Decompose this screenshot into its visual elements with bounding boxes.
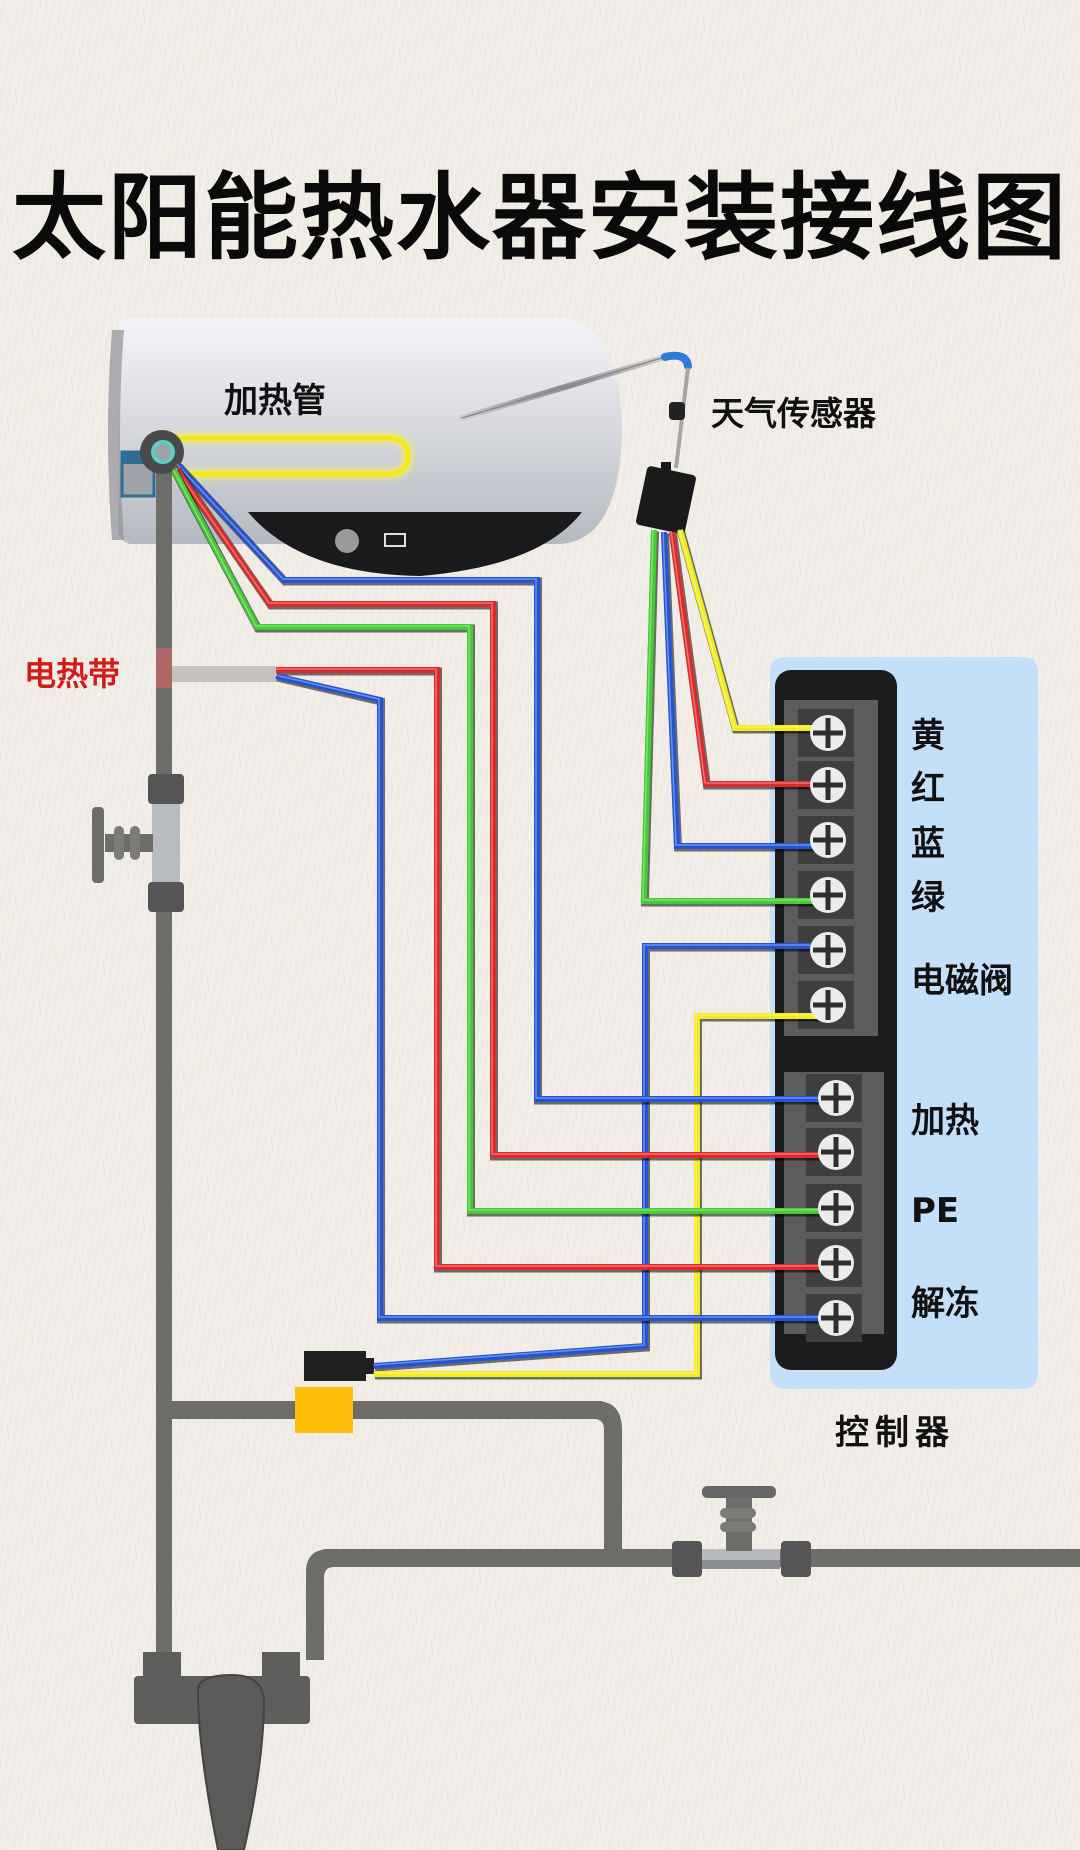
wire-heater-red (173, 466, 836, 1158)
wire-solenoid-blue (373, 943, 828, 1369)
sensor-grommet (669, 402, 685, 420)
terminal-screw-icon (818, 1190, 854, 1226)
page-title: 太阳能热水器安装接线图 (11, 164, 1068, 273)
terminal-screw-icon (818, 1134, 854, 1170)
pipe-system (92, 430, 1080, 1850)
terminal-screw-icon (810, 767, 846, 803)
wire-heater-green (171, 468, 836, 1214)
label-weather-sensor: 天气传感器 (711, 394, 876, 433)
gate-valve (672, 1486, 811, 1577)
controller (770, 657, 1038, 1389)
wire-solenoid-yellow (374, 1013, 828, 1377)
sensor-junction-box (636, 466, 696, 534)
tank-display-icon (384, 533, 406, 547)
terminal-screw-icon (810, 822, 846, 858)
water-heater-tank (108, 318, 622, 576)
terminal-screw-icon (818, 1300, 854, 1336)
label-controller: 控制器 (835, 1413, 955, 1453)
terminal-label-yellow: 黄 (911, 716, 945, 756)
terminal-screw-icon (818, 1245, 854, 1281)
tank-power-button (335, 529, 359, 553)
terminal-screw-icon (810, 877, 846, 913)
wire-sensor-yellow (677, 529, 828, 731)
terminal-screw-icon (810, 932, 846, 968)
wire-heatband-blue (275, 673, 836, 1321)
wire-sensor-green (641, 529, 828, 904)
solenoid-valve (295, 1351, 374, 1433)
wires (171, 462, 837, 1380)
terminal-label-heating: 加热 (911, 1101, 979, 1141)
terminal-label-green: 绿 (911, 878, 945, 918)
terminal-label-red: 红 (911, 769, 945, 809)
wire-heater-blue (175, 462, 836, 1102)
drain-manifold (134, 1652, 310, 1850)
label-heating-band: 电热带 (24, 655, 121, 693)
terminal-screw-icon (810, 987, 846, 1023)
label-heating-tube: 加热管 (224, 381, 326, 421)
terminal-screw-icon (810, 715, 846, 751)
side-valve (92, 774, 184, 912)
terminal-label-solenoid: 电磁阀 (911, 961, 1013, 1001)
tank-control-panel (248, 512, 582, 576)
heating-band-sleeve (156, 648, 172, 688)
terminal-label-blue: 蓝 (911, 824, 945, 864)
heating-tube (165, 433, 414, 479)
wire-sensor-red (669, 531, 828, 787)
terminal-label-pe: PE (911, 1191, 960, 1231)
wire-sensor-blue (661, 531, 828, 849)
terminal-screw-icon (818, 1080, 854, 1116)
terminal-label-defrost: 解冻 (911, 1284, 979, 1324)
weather-sensor-probe (459, 351, 696, 534)
wire-heatband-red (276, 667, 836, 1270)
